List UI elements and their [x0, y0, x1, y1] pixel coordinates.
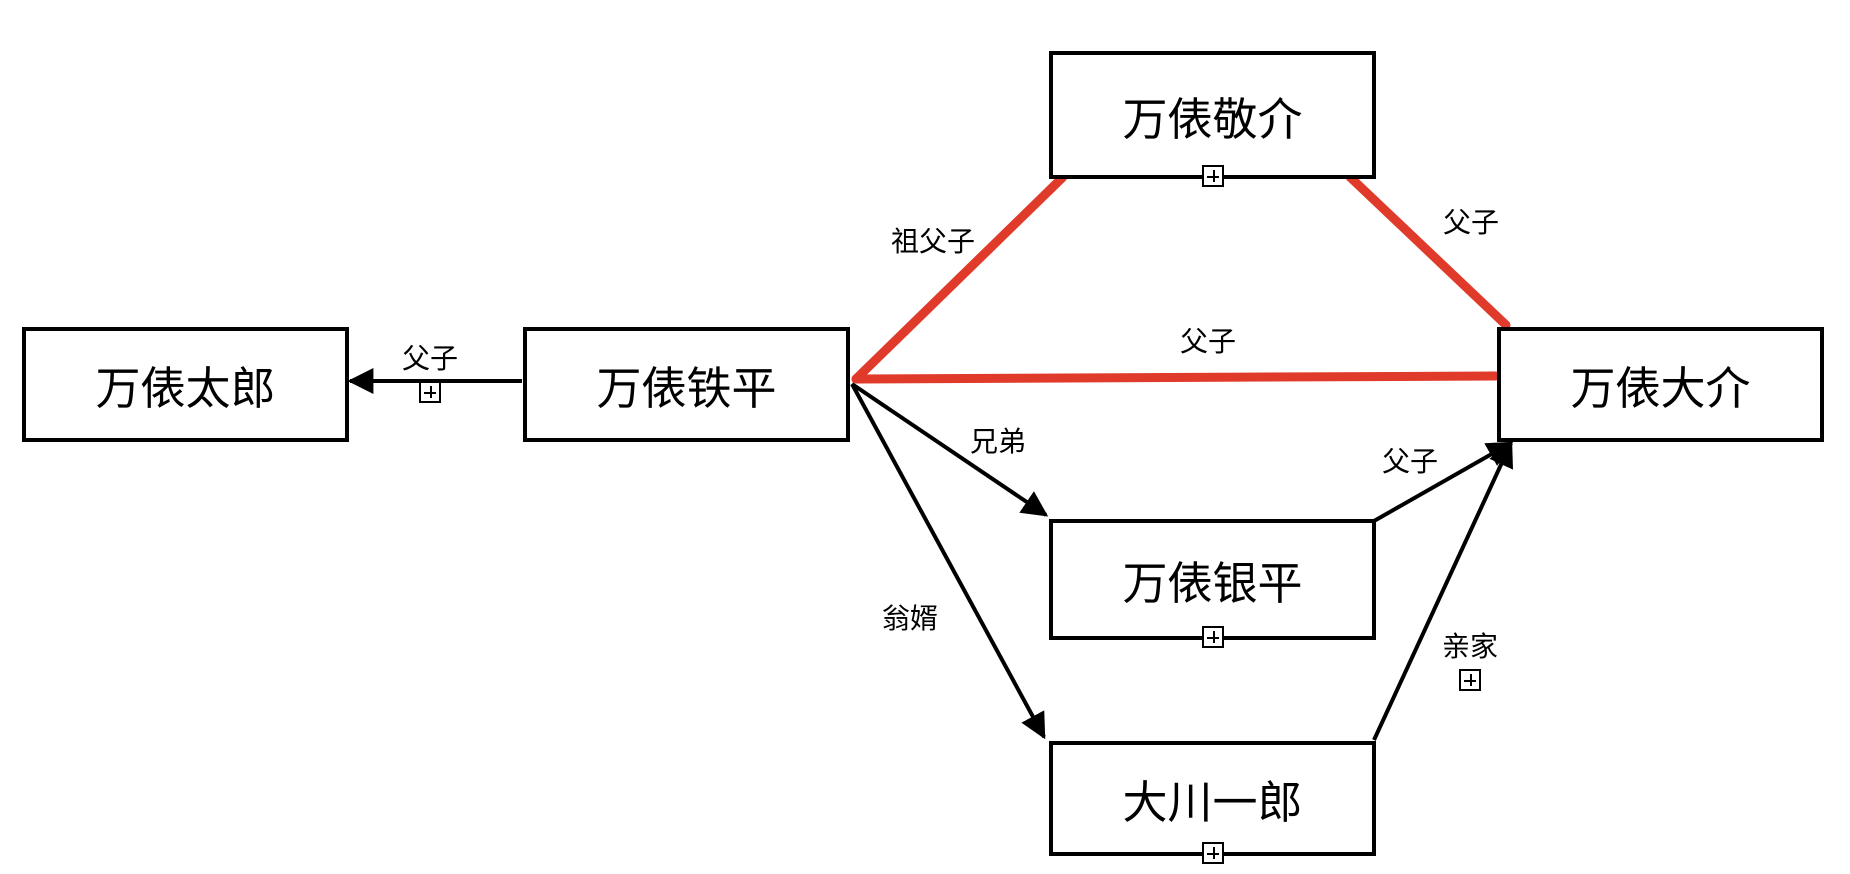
edge-label-teppei-ichiro: 翁婿 [882, 602, 939, 635]
expand-plus-icon[interactable] [1459, 669, 1481, 691]
edge-label-teppei-ginpei: 兄弟 [970, 425, 1027, 458]
node-label: 大川一郎 [1122, 776, 1303, 829]
edge-label-teppei-taro: 父子 [402, 345, 458, 403]
expand-plus-icon[interactable] [1201, 842, 1224, 864]
node-manbyo-keisuke[interactable]: 万俵敬介 [1049, 51, 1376, 187]
edge-teppei-ginpei[interactable] [850, 382, 1049, 517]
node-label: 万俵太郎 [95, 362, 276, 415]
expand-plus-icon[interactable] [1201, 165, 1224, 187]
node-label: 万俵银平 [1122, 557, 1303, 610]
node-manbyo-daisuke[interactable]: 万俵大介 [1497, 327, 1824, 442]
edge-keisuke-daisuke[interactable] [1345, 172, 1511, 330]
edge-label-ichiro-daisuke: 亲家 [1442, 633, 1498, 691]
highlighted-edges [851, 172, 1511, 384]
edge-teppei-ichiro[interactable] [850, 383, 1046, 740]
edge-label-keisuke-teppei: 祖父子 [891, 225, 976, 258]
edge-daisuke-teppei[interactable] [851, 371, 1501, 384]
expand-plus-icon[interactable] [1201, 626, 1224, 648]
node-label: 万俵大介 [1570, 362, 1751, 415]
node-manbyo-ginpei[interactable]: 万俵银平 [1049, 519, 1376, 648]
node-label: 万俵敬介 [1122, 92, 1303, 146]
node-label: 万俵铁平 [596, 362, 777, 415]
edge-label-daisuke-teppei: 父子 [1180, 325, 1237, 358]
node-manbyo-teppei[interactable]: 万俵铁平 [523, 327, 850, 442]
expand-plus-icon[interactable] [419, 381, 441, 403]
edge-ichiro-daisuke[interactable] [1372, 440, 1514, 741]
edge-keisuke-teppei[interactable] [851, 172, 1068, 384]
edge-label-ginpei-daisuke: 父子 [1382, 445, 1439, 478]
node-manbyo-taro[interactable]: 万俵太郎 [22, 327, 349, 442]
edge-ginpei-daisuke[interactable] [1373, 441, 1514, 523]
edge-label-keisuke-daisuke: 父子 [1443, 206, 1500, 239]
node-okawa-ichiro[interactable]: 大川一郎 [1049, 741, 1376, 864]
